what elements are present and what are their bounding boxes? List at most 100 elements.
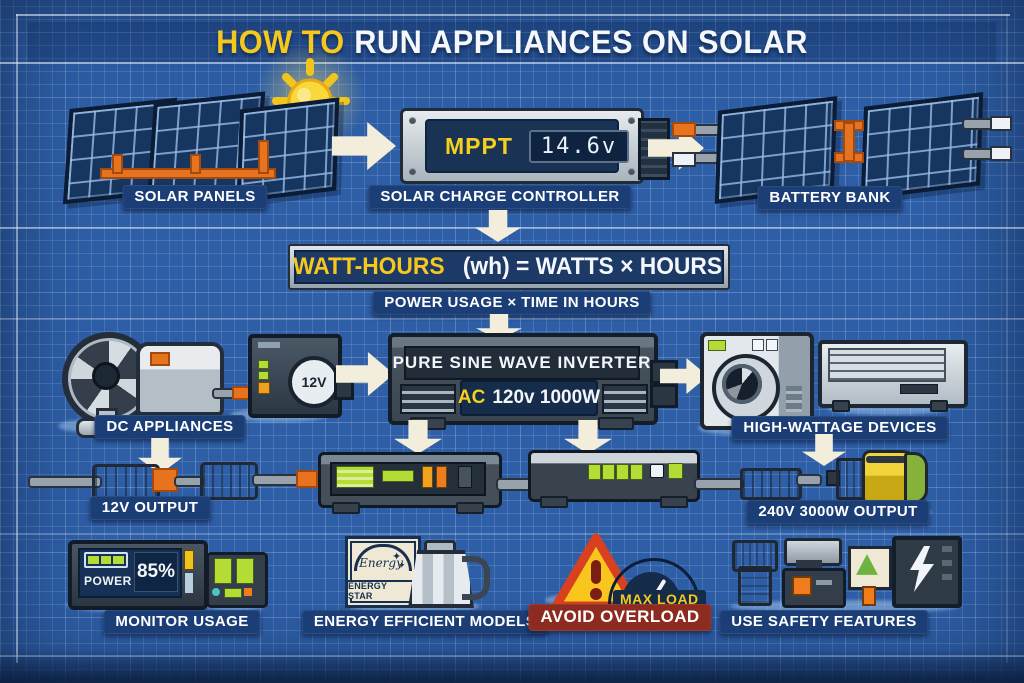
box-vent	[942, 546, 952, 552]
strip2-foot	[660, 496, 688, 508]
monitor-device-led	[244, 588, 252, 596]
grid-line	[16, 14, 1010, 16]
breaker-slot	[816, 580, 832, 585]
dc-box-led	[258, 371, 269, 380]
box-vent	[942, 574, 952, 580]
drill-stripe	[866, 456, 906, 463]
cable-tip	[152, 468, 178, 492]
badge-script: Energy	[359, 556, 403, 570]
breaker-neck	[796, 560, 822, 568]
monitor-device-led	[224, 588, 242, 598]
dc-output-label: 12V OUTPUT	[89, 496, 211, 520]
strip-led	[422, 466, 433, 488]
dc-box-slot	[258, 342, 280, 348]
badge-line: ENERGY STAR	[348, 580, 412, 601]
monitor-usage-label: MONITOR USAGE	[103, 610, 261, 634]
lightning-icon	[910, 546, 934, 592]
box-vent	[942, 560, 952, 566]
arrow-down-icon	[475, 210, 521, 242]
cable-connector	[200, 462, 258, 500]
badge-star-icon: ✦	[392, 551, 402, 563]
inverter-vent	[602, 384, 648, 414]
meter-led	[184, 550, 194, 570]
panel-wire	[112, 154, 123, 174]
sign-post	[862, 586, 876, 606]
strip2-led	[668, 463, 683, 479]
grid-line	[0, 318, 1024, 320]
strip-switch	[458, 466, 472, 488]
ac-unit-vents	[828, 348, 946, 382]
cable-connector	[92, 464, 160, 500]
panel-wire	[100, 168, 276, 179]
monitor-device-led	[212, 588, 220, 596]
cable	[694, 478, 744, 490]
fan-hub	[92, 362, 120, 390]
battery-icon	[84, 552, 128, 568]
strip2-led	[630, 464, 643, 480]
battery-link	[843, 122, 855, 162]
strip-led	[436, 466, 447, 488]
meter-led	[184, 572, 194, 594]
ac-output-label: 240V 3000W OUTPUT	[746, 500, 930, 524]
inverter-ac-text: AC	[457, 387, 486, 408]
strip2-led	[616, 464, 629, 480]
dc-box-button	[258, 382, 270, 394]
safety-features-label: USE SAFETY FEATURES	[719, 610, 929, 634]
dc-appliances-label: DC APPLIANCES	[94, 415, 246, 439]
strip-screen	[336, 466, 374, 488]
washer-button	[766, 339, 778, 351]
battery-terminal	[672, 122, 696, 137]
battery-bank-label: BATTERY BANK	[757, 186, 903, 210]
battery-panel	[860, 92, 984, 200]
panel-wire	[190, 154, 201, 174]
ac-unit-foot	[930, 400, 948, 412]
battery-terminal	[990, 146, 1012, 161]
energy-efficient-label: ENERGY EFFICIENT MODELS	[301, 610, 549, 634]
formula-banner: WATT-HOURS (wh) = WATTS × HOURS	[288, 244, 730, 290]
meter-value: 85%	[134, 552, 178, 592]
formula-subtitle: POWER USAGE × TIME IN HOURS	[372, 291, 652, 315]
cable-connector	[740, 468, 802, 500]
strip2-foot	[540, 496, 568, 508]
strip2-led	[588, 464, 601, 480]
inverter-spec-display: AC 120v 1000W	[457, 380, 600, 416]
cooler-latch	[150, 352, 170, 366]
washer-led	[708, 340, 726, 351]
inverter-vent	[400, 384, 456, 414]
washer-vent	[786, 386, 802, 412]
bottom-vignette	[0, 649, 1024, 683]
controller-mode-text: MPPT	[445, 132, 513, 159]
controller-label: SOLAR CHARGE CONTROLLER	[368, 185, 632, 209]
strip-bar	[382, 470, 414, 482]
avoid-overload-label: AVOID OVERLOAD	[528, 604, 712, 631]
formula-highlight: WATT-HOURS	[292, 253, 445, 280]
cable	[28, 476, 102, 488]
fuse-body	[738, 566, 772, 606]
high-wattage-label: HIGH-WATTAGE DEVICES	[731, 416, 949, 440]
title-band	[28, 22, 996, 62]
badge-star-icon: ✦	[398, 560, 406, 570]
formula-rest: (wh) = WATTS × HOURS	[463, 253, 723, 280]
strip-foot	[456, 502, 484, 514]
strip2-led	[602, 464, 615, 480]
cable	[796, 474, 822, 486]
controller-body: MPPT 14.6v	[400, 108, 644, 184]
monitor-device-screen	[236, 558, 254, 584]
panel-wire	[258, 140, 269, 174]
grid-line	[0, 62, 1024, 64]
breaker-button	[792, 576, 812, 596]
strip2-button	[650, 464, 664, 478]
grid-line	[1006, 14, 1008, 663]
washer-glass-shine	[726, 368, 758, 400]
cable-tip	[296, 470, 318, 488]
grid-line	[0, 533, 1024, 535]
ac-unit-foot	[832, 400, 850, 412]
dc-voltage-badge: 12V	[288, 356, 340, 408]
battery-terminal	[990, 116, 1012, 131]
grid-line	[16, 14, 18, 663]
solar-panels-label: SOLAR PANELS	[122, 185, 268, 209]
ac-unit-controls	[900, 384, 938, 394]
dc-box-led	[258, 360, 269, 369]
